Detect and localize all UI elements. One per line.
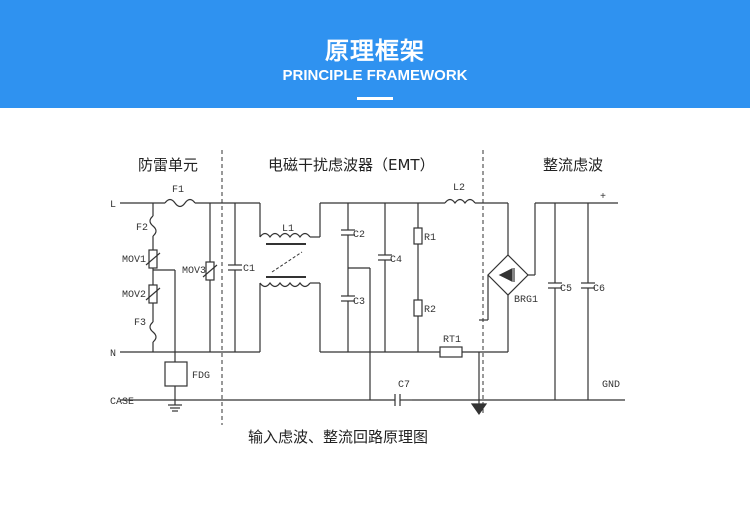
page-subtitle: PRINCIPLE FRAMEWORK: [282, 67, 468, 84]
terminal-L: L: [110, 200, 116, 211]
section-emi: 电磁干扰虑波器（EMT）: [268, 156, 435, 174]
bridge-BRG1: [487, 254, 529, 296]
label-MOV2: MOV2: [122, 290, 146, 301]
label-C2: C2: [353, 230, 365, 241]
thermistor-RT1: [439, 346, 463, 358]
label-L2: L2: [453, 183, 465, 194]
title-underline: [357, 97, 393, 100]
label-C4: C4: [390, 255, 402, 266]
diagram-caption: 输入虑波、整流回路原理图: [248, 428, 428, 446]
page-title: 原理框架: [325, 37, 425, 65]
inductor-L2: [444, 198, 476, 205]
fuse-F1: [164, 198, 196, 208]
label-C1: C1: [243, 264, 255, 275]
label-R2: R2: [424, 305, 436, 316]
terminal-CASE: CASE: [110, 397, 134, 408]
terminal-GND: GND: [602, 380, 620, 391]
label-C7: C7: [398, 380, 410, 391]
fuse-F2: [149, 215, 157, 237]
label-F1: F1: [172, 185, 184, 196]
label-MOV3: MOV3: [182, 266, 206, 277]
label-R1: R1: [424, 233, 436, 244]
label-C6: C6: [593, 284, 605, 295]
label-L1: L1: [282, 224, 294, 235]
section-lightning: 防雷单元: [138, 156, 198, 174]
section-rectify: 整流虑波: [543, 156, 603, 174]
choke-L1-bottom: [259, 281, 311, 288]
header-banner: 原理框架 PRINCIPLE FRAMEWORK: [0, 0, 750, 108]
label-C3: C3: [353, 297, 365, 308]
choke-L1-top: [259, 232, 311, 239]
label-MOV1: MOV1: [122, 255, 146, 266]
label-F2: F2: [136, 223, 148, 234]
resistor-R2: [413, 299, 423, 317]
label-F3: F3: [134, 318, 146, 329]
label-RT1: RT1: [443, 335, 461, 346]
resistor-R1: [413, 227, 423, 245]
label-BRG1: BRG1: [514, 295, 538, 306]
terminal-plus: +: [600, 192, 606, 203]
label-C5: C5: [560, 284, 572, 295]
label-FDG: FDG: [192, 371, 210, 382]
gas-discharge-FDG: [164, 361, 188, 387]
fuse-F3: [149, 321, 157, 343]
circuit-diagram: 防雷单元 电磁干扰虑波器（EMT） 整流虑波 L N CASE + GND F1…: [110, 150, 625, 446]
ground-arrow: [470, 403, 488, 416]
terminal-N: N: [110, 349, 116, 360]
